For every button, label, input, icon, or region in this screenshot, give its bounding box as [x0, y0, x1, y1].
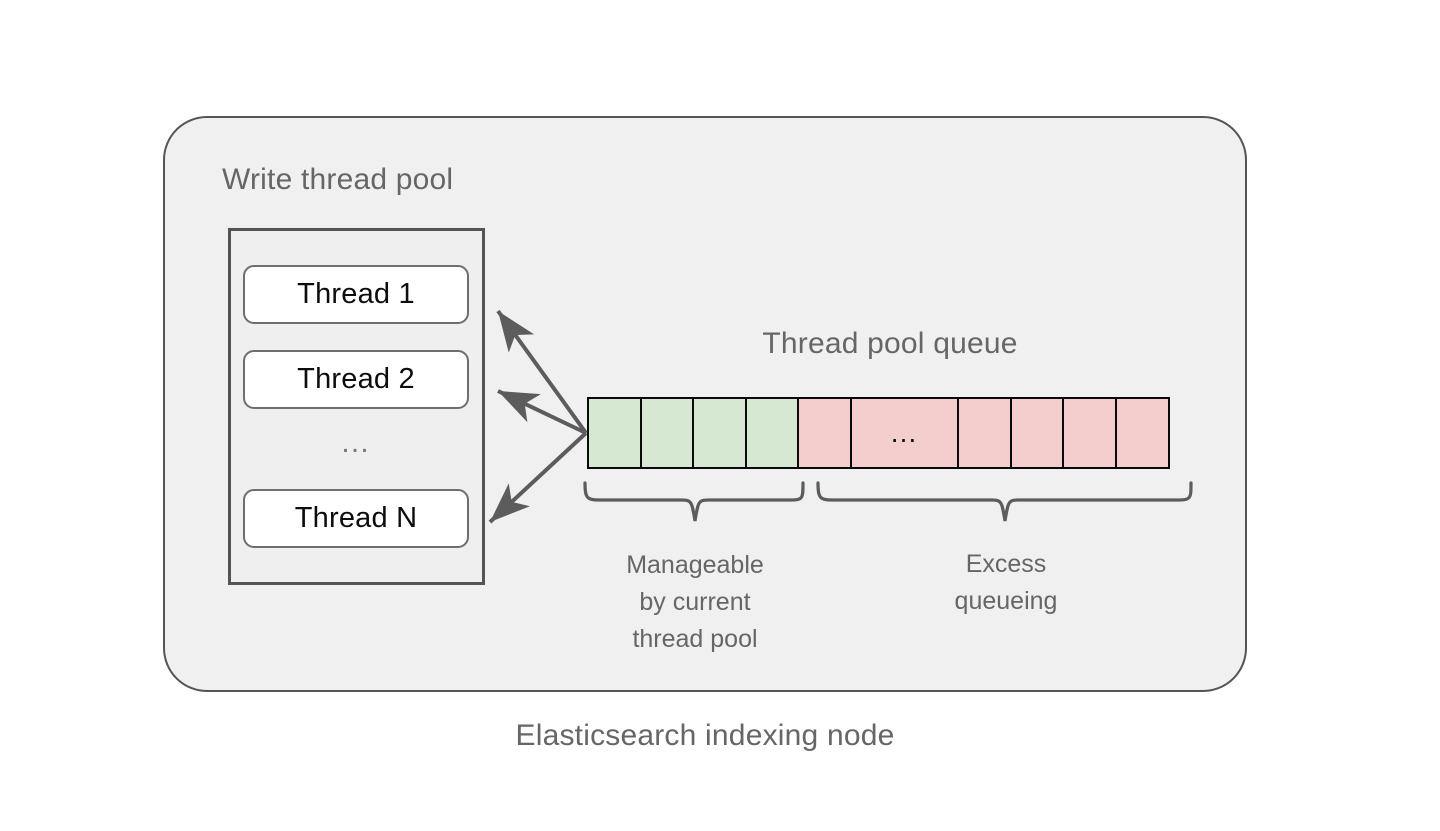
- queue-cell-excess: [957, 397, 1012, 469]
- caption-line: thread pool: [632, 625, 758, 653]
- queue-cell-manageable: [692, 397, 747, 469]
- queue-cell-excess: [1114, 397, 1170, 469]
- thread-chip-2: Thread 2: [243, 350, 469, 409]
- bracket-caption-excess: Excess queueing: [816, 546, 1196, 620]
- thread-pool-queue-title: Thread pool queue: [762, 327, 1018, 360]
- caption-line: Excess: [965, 550, 1047, 578]
- node-caption: Elasticsearch indexing node: [515, 719, 895, 752]
- queue-cell-manageable: [639, 397, 695, 469]
- queue-cell-manageable: [744, 397, 800, 469]
- thread-chip-1: Thread 1: [243, 265, 469, 324]
- write-thread-pool-title: Write thread pool: [222, 163, 454, 196]
- caption-line: Manageable: [626, 551, 764, 579]
- queue-cell-excess: [1062, 397, 1117, 469]
- queue-cell-manageable: [587, 397, 642, 469]
- queue-cell-excess: [797, 397, 852, 469]
- thread-list-ellipsis: …: [340, 426, 372, 459]
- bracket-caption-manageable: Manageable by current thread pool: [584, 547, 806, 658]
- caption-line: queueing: [954, 587, 1058, 615]
- caption-line: by current: [639, 588, 751, 616]
- thread-pool-queue-strip: …: [587, 397, 1170, 469]
- queue-cell-excess: …: [849, 397, 960, 469]
- queue-cell-excess: [1009, 397, 1065, 469]
- thread-chip-n: Thread N: [243, 489, 469, 548]
